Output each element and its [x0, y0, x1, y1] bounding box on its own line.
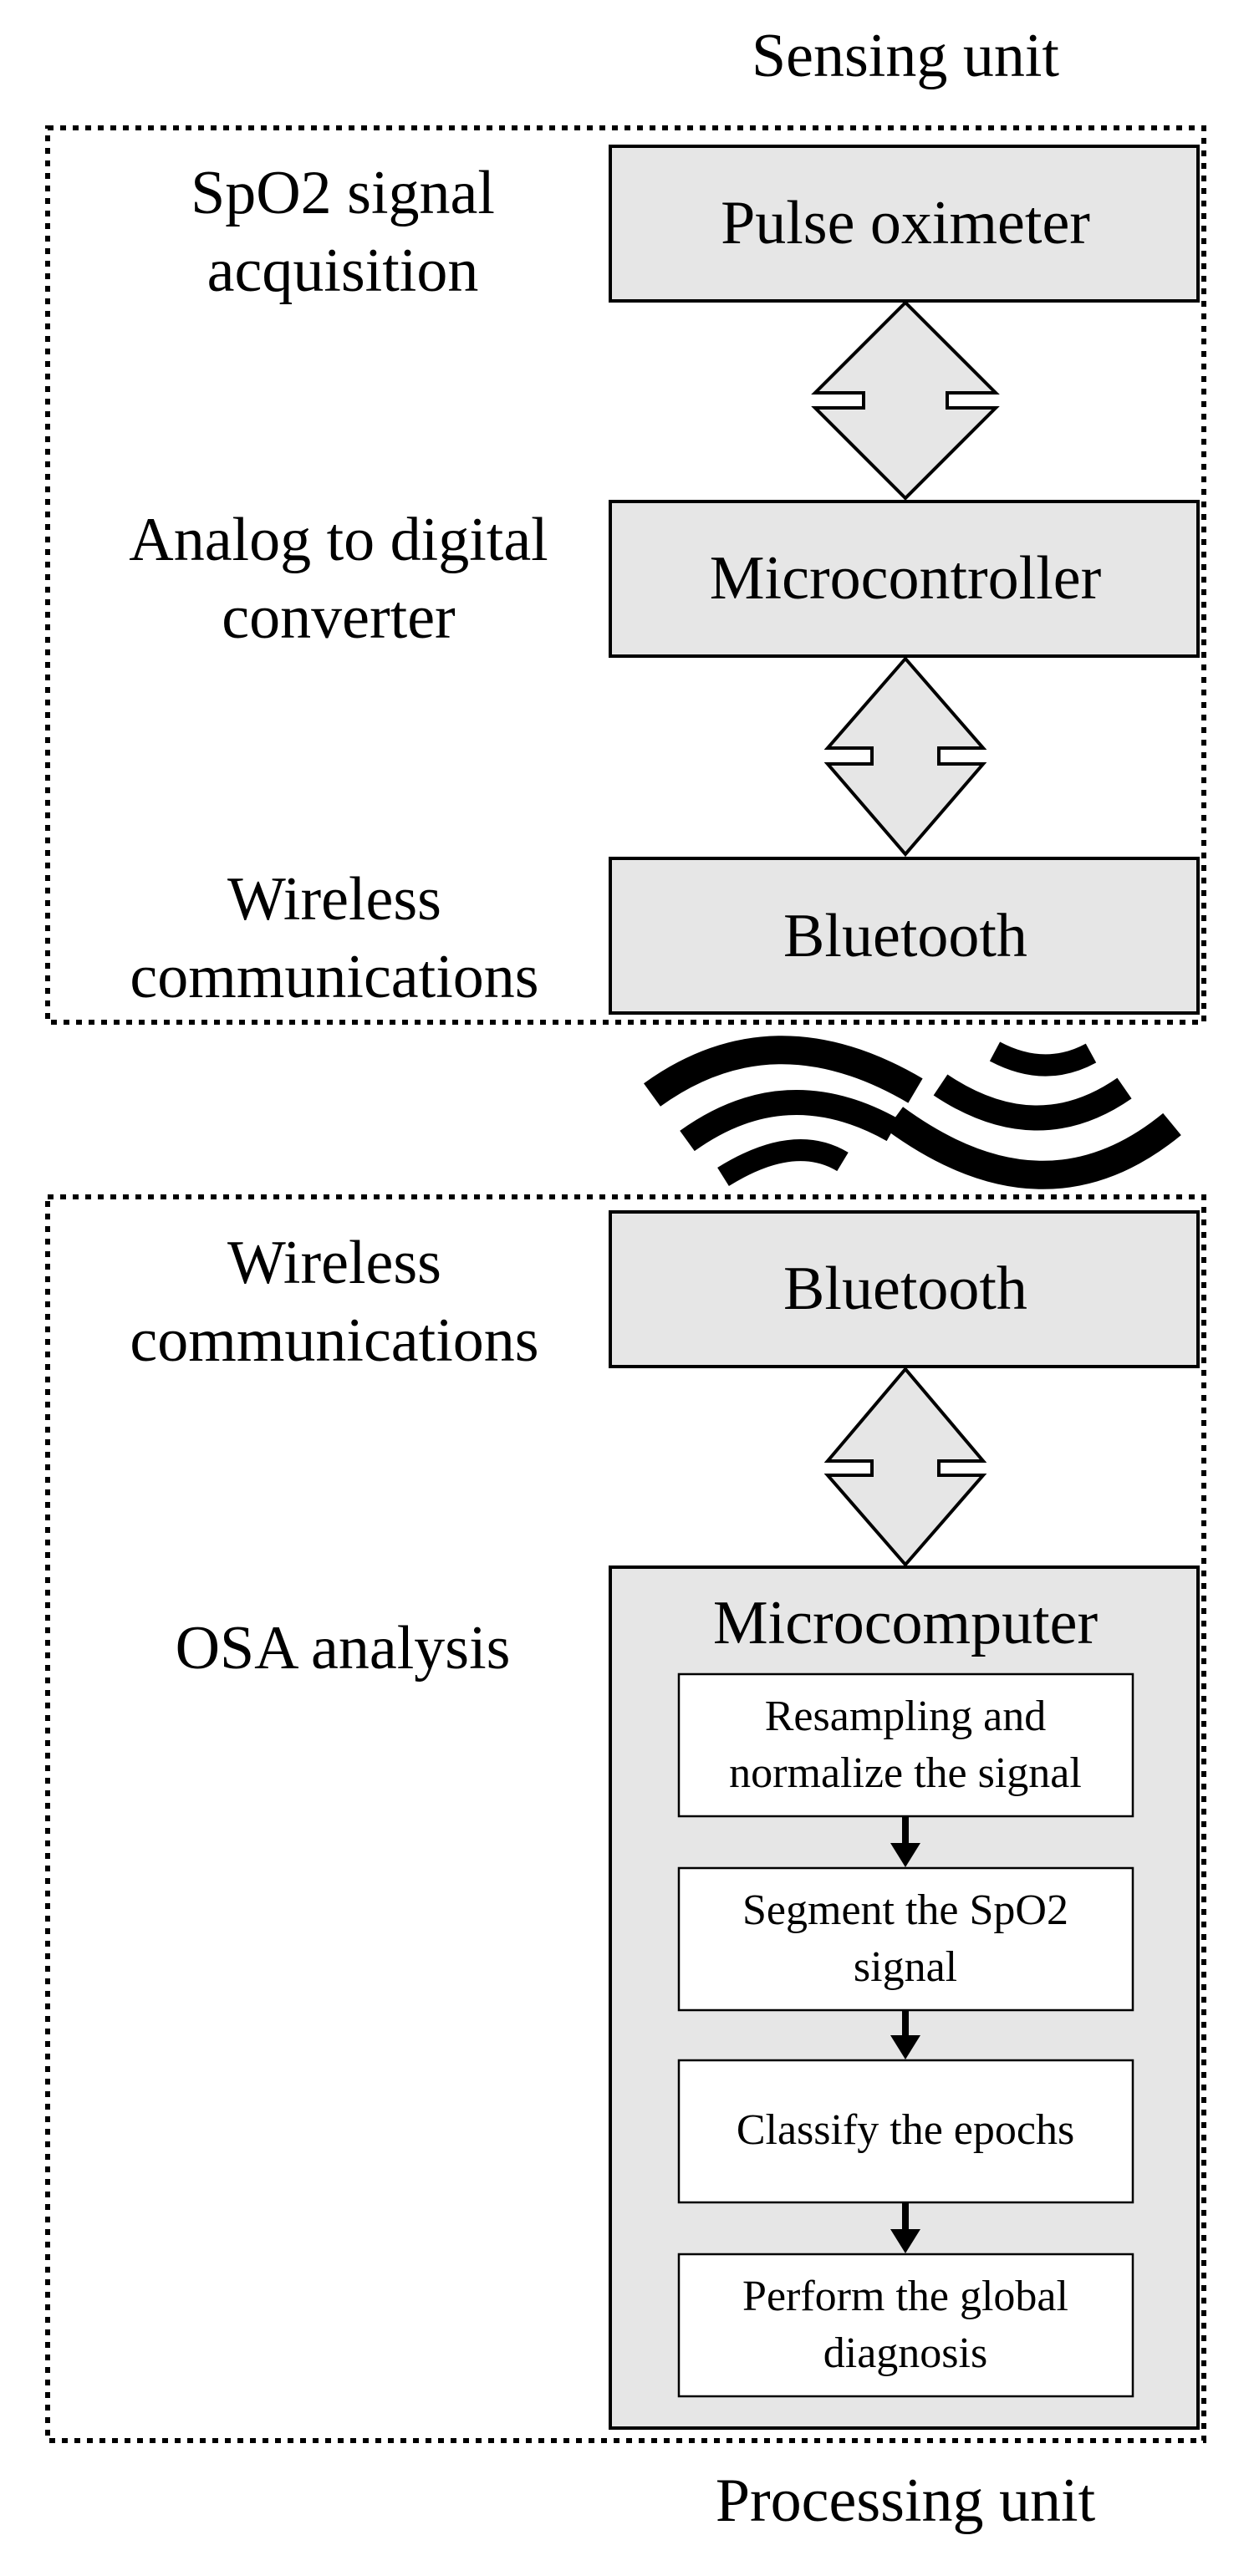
- stage-label-adc: Analog to digital converter: [129, 506, 548, 652]
- stage-label-osa-analysis: OSA analysis: [175, 1614, 511, 1683]
- step-label-diagnosis: Perform the global diagnosis: [742, 2273, 1068, 2377]
- sensing-unit-frame: [45, 125, 1206, 1025]
- processing-unit-title: Processing unit: [715, 2467, 1096, 2535]
- block-label-bluetooth-processing: Bluetooth: [783, 1255, 1027, 1323]
- sensing-unit-title: Sensing unit: [752, 22, 1059, 90]
- block-microcontroller: [609, 500, 1200, 658]
- step-label-segment: Segment the SpO2 signal: [742, 1886, 1068, 1991]
- block-label-microcontroller: Microcontroller: [709, 544, 1102, 613]
- block-bluetooth-processing: [609, 1210, 1200, 1368]
- step-box-3: [677, 2059, 1134, 2204]
- step-arrow-2: [890, 2010, 920, 2059]
- double-arrow-2: [823, 655, 987, 858]
- processing-unit-frame: [45, 1194, 1206, 2443]
- stage-label-signal-acquisition: SpO2 signal acquisition: [191, 159, 495, 305]
- step-box-1: [677, 1672, 1134, 1818]
- step-label-classify: Classify the epochs: [736, 2106, 1075, 2154]
- block-pulse-oximeter: [609, 145, 1200, 303]
- block-bluetooth-sensing: [609, 857, 1200, 1015]
- microcomputer-title: Microcomputer: [712, 1589, 1099, 1657]
- block-label-pulse-oximeter: Pulse oximeter: [721, 189, 1090, 257]
- step-label-resampling: Resampling and normalize the signal: [729, 1693, 1082, 1797]
- double-arrow-3: [823, 1366, 987, 1568]
- block-label-bluetooth-sensing: Bluetooth: [783, 902, 1027, 970]
- stage-label-wireless-processing: Wireless communications: [130, 1229, 539, 1375]
- step-box-2: [677, 1866, 1134, 2012]
- step-box-4: [677, 2253, 1134, 2398]
- stage-label-wireless-sensing: Wireless communications: [130, 865, 539, 1011]
- double-arrow-1: [811, 300, 1000, 501]
- wireless-signal-icon: [644, 1036, 1181, 1189]
- step-arrow-1: [890, 1816, 920, 1867]
- step-arrow-3: [890, 2202, 920, 2253]
